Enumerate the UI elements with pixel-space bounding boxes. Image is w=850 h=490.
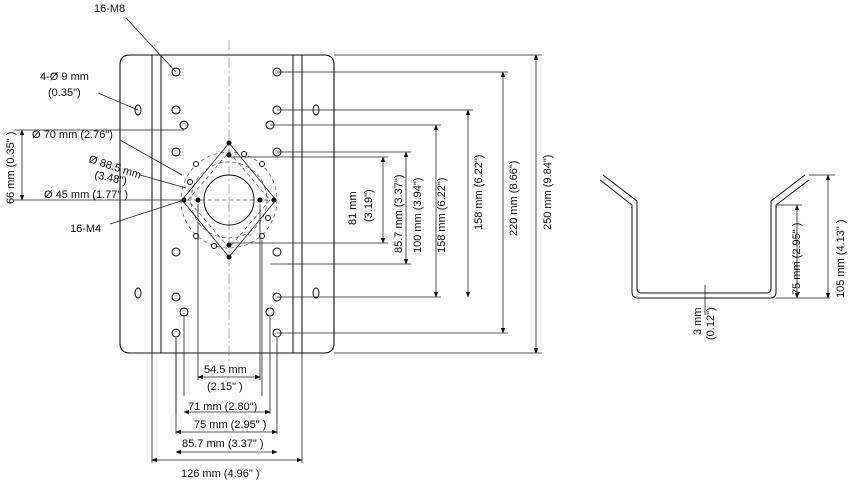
m8-hole xyxy=(179,120,189,130)
label-hole9-in: (0.35") xyxy=(48,87,81,99)
label-m8: 16-M8 xyxy=(94,3,125,15)
right-vertical-dims xyxy=(229,54,542,354)
m8-hole xyxy=(171,147,181,157)
leader-m4 xyxy=(109,199,185,225)
m8-hole xyxy=(171,328,181,338)
label-85-7-h: 85.7 mm (3.37" ) xyxy=(182,438,264,450)
label-158-a: 158 mm (6.22") xyxy=(436,178,448,253)
bottom-horizontal-dims xyxy=(151,204,303,463)
m4-hole xyxy=(241,151,247,157)
label-d70: Ø 70 mm (2.76") xyxy=(32,129,113,141)
label-m4: 16-M4 xyxy=(70,223,101,235)
m4-hole xyxy=(195,197,201,203)
slot-hole xyxy=(134,287,142,299)
label-d45: Ø 45 mm (1.77" ) xyxy=(44,189,128,201)
label-81: 81 mm xyxy=(347,191,359,225)
label-250: 250 mm (9.84") xyxy=(542,155,554,230)
m8-holes xyxy=(171,67,282,338)
m4-hole xyxy=(193,161,199,167)
label-85-7: 85.7 mm (3.37") xyxy=(393,175,405,254)
m4-hole xyxy=(226,152,232,158)
m8-hole xyxy=(272,247,282,257)
label-54-5: 54.5 mm xyxy=(204,364,247,376)
slot-hole xyxy=(312,287,320,299)
label-158-b: 158 mm (6.22") xyxy=(473,155,485,230)
label-3mm: 3 mm xyxy=(692,308,704,336)
label-220: 220 mm (8.66") xyxy=(508,161,520,236)
m4-hole xyxy=(226,254,232,260)
slot-holes xyxy=(134,104,320,299)
label-75-side: 75 mm (2.95" ) xyxy=(791,223,803,295)
leader-hole9 xyxy=(97,92,139,111)
label-75: 75 mm (2.95" ) xyxy=(194,419,266,431)
label-66: 66 mm (0.35" ) xyxy=(5,132,17,204)
label-126: 126 mm (4.96" ) xyxy=(181,468,260,480)
m4-hole xyxy=(187,179,193,185)
m8-hole xyxy=(265,307,275,317)
m4-hole xyxy=(211,243,217,249)
leader-d88 xyxy=(139,174,187,189)
label-54-5-in: (2.15" ) xyxy=(207,381,243,393)
bracket-profile-outer xyxy=(599,179,810,299)
m4-hole xyxy=(226,140,232,146)
m4-hole xyxy=(193,233,199,239)
m4-hole xyxy=(271,197,277,203)
m4-hole xyxy=(257,197,263,203)
side-view xyxy=(599,174,835,315)
bracket-profile-inner xyxy=(602,174,806,294)
m4-hole xyxy=(265,215,271,221)
label-hole9: 4-Ø 9 mm xyxy=(40,71,89,83)
leader-d70 xyxy=(119,139,183,176)
m8-hole xyxy=(171,292,181,302)
label-3mm-in: (0.12") xyxy=(705,307,717,340)
m8-hole xyxy=(171,247,181,257)
leaders xyxy=(97,17,187,225)
label-71: 71 mm (2.80") xyxy=(188,401,257,413)
m8-hole xyxy=(179,307,189,317)
labels: 16-M8 4-Ø 9 mm (0.35") Ø 70 mm (2.76") Ø… xyxy=(5,3,847,480)
label-105-side: 105 mm (4.13" ) xyxy=(835,220,847,299)
center-pattern xyxy=(180,140,278,260)
label-81-in: (3.19") xyxy=(363,189,375,222)
m8-hole xyxy=(171,105,181,115)
leader-m8 xyxy=(125,17,177,73)
label-100: 100 mm (3.94") xyxy=(412,178,424,253)
dim-66 xyxy=(14,129,184,201)
m4-hole xyxy=(226,242,232,248)
square-pattern-inner xyxy=(187,151,271,249)
front-view xyxy=(119,40,335,365)
m4-hole xyxy=(259,161,265,167)
plate-outline xyxy=(119,54,335,354)
m4-hole xyxy=(259,233,265,239)
